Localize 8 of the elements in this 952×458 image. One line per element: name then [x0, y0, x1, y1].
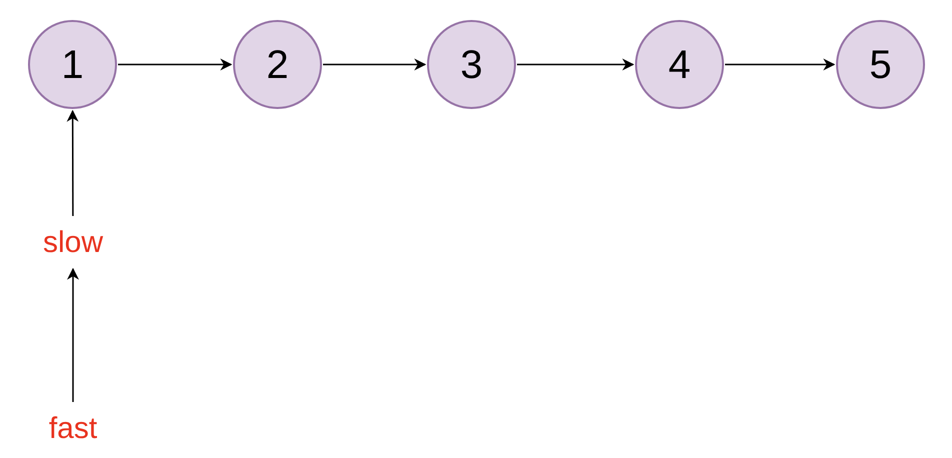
- pointer-label: fast: [30, 408, 116, 448]
- arrow: [118, 58, 232, 70]
- pointer-label: slow: [30, 222, 116, 262]
- arrow: [323, 58, 426, 70]
- arrow: [66, 110, 79, 216]
- arrow: [517, 58, 634, 70]
- arrow: [67, 268, 79, 402]
- arrow: [725, 58, 836, 70]
